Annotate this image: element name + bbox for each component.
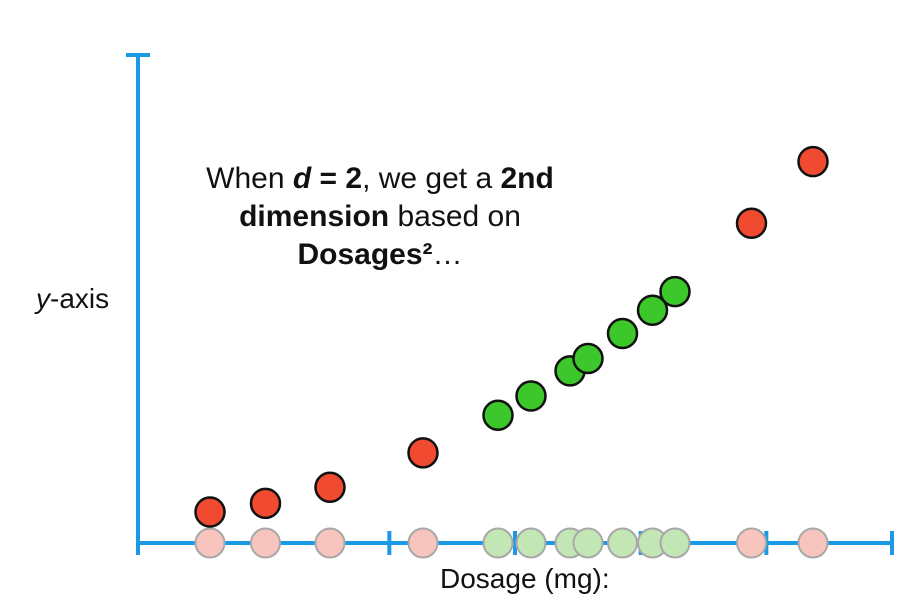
projected-point bbox=[659, 527, 691, 559]
projected-point bbox=[607, 527, 638, 559]
annotation-dosages-squared: Dosages² bbox=[297, 238, 433, 271]
data-point bbox=[515, 380, 547, 412]
y-axis-label-italic: y bbox=[36, 283, 50, 314]
projected-point bbox=[515, 527, 547, 559]
projected-point bbox=[194, 527, 226, 559]
annotation-2nd: 2nd bbox=[500, 162, 554, 195]
y-axis-label-rest: -axis bbox=[50, 283, 110, 314]
projected-point bbox=[797, 527, 829, 559]
projected-point bbox=[250, 527, 281, 559]
annotation-dimension: dimension bbox=[239, 200, 390, 233]
projected-point bbox=[736, 527, 767, 559]
projected-point bbox=[482, 527, 514, 559]
annotation-text: When d = 2, we get a 2nd dimension based… bbox=[170, 160, 590, 274]
annotation-d: d bbox=[292, 162, 312, 195]
data-points bbox=[194, 145, 829, 528]
data-point bbox=[249, 487, 282, 520]
y-axis-label: y-axis bbox=[36, 283, 109, 315]
annotation-part: When bbox=[206, 162, 293, 195]
data-point bbox=[482, 399, 514, 431]
projected-points bbox=[194, 527, 829, 559]
data-point bbox=[572, 342, 604, 375]
data-point bbox=[735, 207, 768, 239]
annotation-part: , we get a bbox=[362, 162, 501, 195]
annotation-ellipsis: … bbox=[432, 238, 463, 271]
projected-point bbox=[572, 527, 604, 559]
projected-point bbox=[314, 527, 346, 559]
data-point bbox=[407, 437, 439, 469]
data-point bbox=[659, 275, 691, 308]
data-point bbox=[797, 145, 829, 178]
annotation-part: based on bbox=[389, 200, 521, 233]
projected-point bbox=[407, 527, 439, 559]
annotation-eq: = 2 bbox=[311, 162, 363, 195]
data-point bbox=[194, 496, 226, 528]
data-point bbox=[314, 471, 346, 504]
axes bbox=[126, 53, 894, 555]
x-axis-label: Dosage (mg): bbox=[440, 563, 610, 594]
data-point bbox=[636, 294, 669, 326]
data-point bbox=[606, 317, 639, 350]
